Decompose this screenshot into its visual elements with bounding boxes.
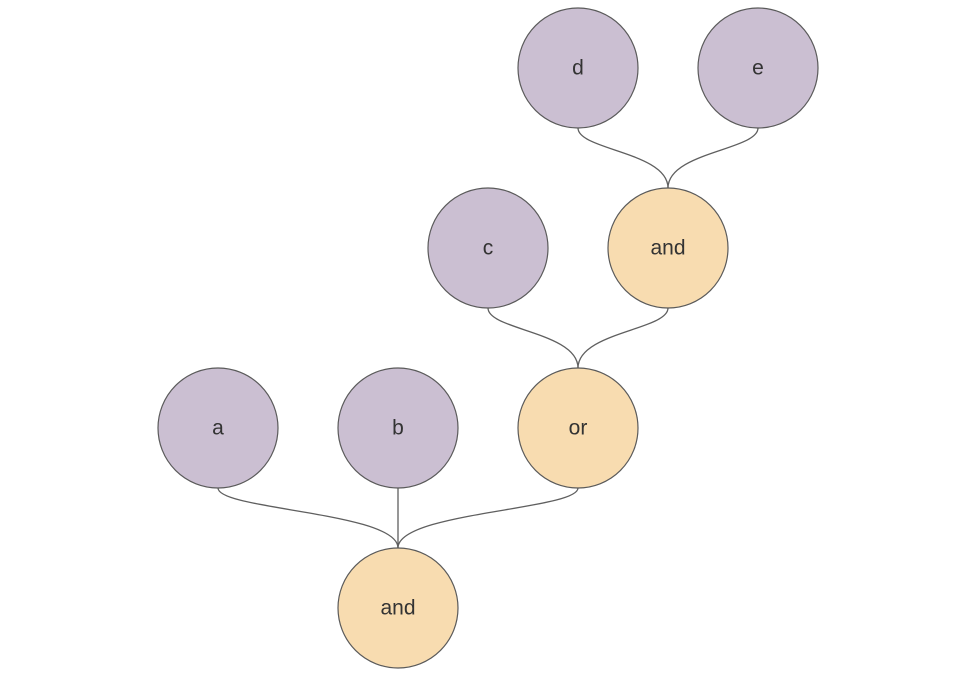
- node-e-label: e: [752, 57, 764, 80]
- node-e-circle: [697, 7, 819, 129]
- node-a: a: [157, 367, 279, 489]
- node-a-label: a: [212, 417, 224, 440]
- edge-d-to-and_de: [577, 127, 669, 189]
- node-and_root: and: [337, 547, 459, 669]
- nodes-layer: d e c and a b or and: [157, 7, 819, 669]
- node-and_de-circle: [607, 187, 729, 309]
- node-and_root-label: and: [380, 597, 415, 620]
- node-c-label: c: [483, 237, 494, 260]
- node-or_c-label: or: [569, 417, 588, 440]
- node-b-circle: [337, 367, 459, 489]
- node-and_de-label: and: [650, 237, 685, 260]
- edge-c-to-or_c: [487, 307, 579, 369]
- node-d: d: [517, 7, 639, 129]
- node-and_root-circle: [337, 547, 459, 669]
- node-b-label: b: [392, 417, 404, 440]
- edge-a-to-and_root: [217, 487, 399, 549]
- node-a-circle: [157, 367, 279, 489]
- edges-layer: [217, 127, 759, 549]
- node-d-circle: [517, 7, 639, 129]
- node-or_c-circle: [517, 367, 639, 489]
- node-c: c: [427, 187, 549, 309]
- node-b: b: [337, 367, 459, 489]
- edge-and_de-to-or_c: [577, 307, 669, 369]
- node-and_de: and: [607, 187, 729, 309]
- edge-e-to-and_de: [667, 127, 759, 189]
- node-or_c: or: [517, 367, 639, 489]
- node-e: e: [697, 7, 819, 129]
- node-c-circle: [427, 187, 549, 309]
- node-d-label: d: [572, 57, 584, 80]
- edge-or_c-to-and_root: [397, 487, 579, 549]
